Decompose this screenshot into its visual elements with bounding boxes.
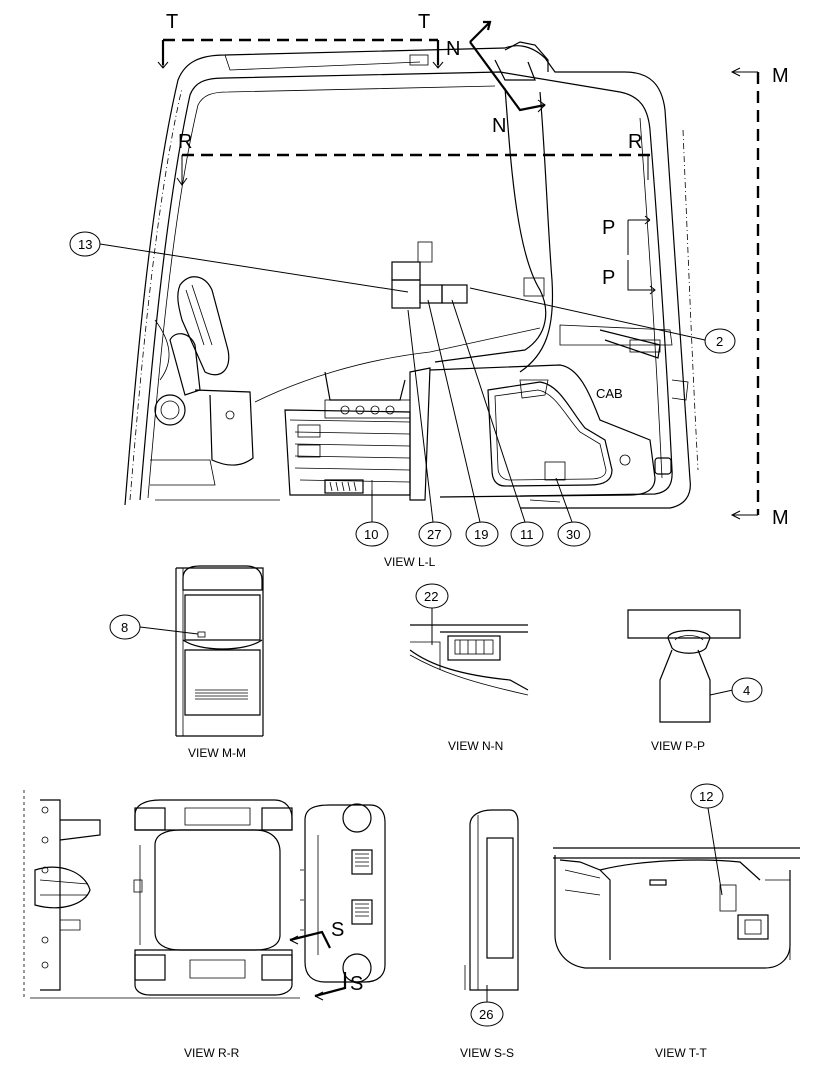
section-letter-n-bottom: N [492, 115, 506, 137]
callout-10-bubble [355, 521, 389, 547]
view-ss-drawing [464, 809, 519, 1002]
callout-26: 26 [479, 1007, 493, 1022]
callout-13: 13 [78, 237, 92, 252]
callout-22-bubble [415, 583, 449, 609]
callout-19-bubble [465, 521, 499, 547]
callout-8: 8 [121, 620, 128, 635]
callout-13-bubble [69, 231, 101, 257]
view-pp-drawing [627, 609, 741, 723]
callout-11: 11 [520, 527, 534, 542]
section-letter-p-bottom: P [602, 267, 615, 289]
view-rr-drawing [23, 790, 386, 1001]
section-letter-t-right: T [418, 11, 430, 33]
callout-12-bubble [690, 783, 724, 809]
caption-view-ll: VIEW L-L [384, 555, 436, 569]
view-mm-drawing [139, 565, 264, 737]
callout-12: 12 [699, 789, 713, 804]
callout-26-bubble [470, 1001, 504, 1027]
callout-8-bubble [109, 614, 141, 640]
callout-30-bubble [557, 521, 591, 547]
section-letter-p-top: P [602, 217, 615, 239]
view-tt-drawing [553, 807, 800, 969]
cab-label: CAB [596, 386, 623, 401]
view-nn-drawing [409, 607, 529, 696]
callout-2: 2 [716, 334, 723, 349]
callout-2-bubble [704, 328, 736, 354]
callout-11-bubble [510, 521, 544, 547]
section-letter-m-top: M [772, 65, 789, 87]
callout-10: 10 [364, 527, 378, 542]
caption-view-nn: VIEW N-N [448, 739, 503, 753]
callout-27: 27 [427, 527, 441, 542]
callout-19: 19 [474, 527, 488, 542]
section-lines-ll [157, 20, 760, 520]
caption-view-mm: VIEW M-M [188, 746, 246, 760]
callout-27-bubble [418, 521, 452, 547]
caption-view-ss: VIEW S-S [460, 1046, 514, 1060]
caption-view-rr: VIEW R-R [184, 1046, 240, 1060]
caption-view-tt: VIEW T-T [655, 1046, 707, 1060]
section-letter-r-left: R [178, 131, 192, 153]
section-letter-r-right: R [628, 131, 642, 153]
view-ll-drawing [124, 41, 699, 509]
callout-22: 22 [424, 589, 438, 604]
section-letter-s-bottom: S [350, 973, 363, 995]
section-letter-t-left: T [166, 11, 178, 33]
callout-4-bubble [731, 677, 763, 703]
callout-30: 30 [566, 527, 580, 542]
section-letter-s-top: S [331, 919, 344, 941]
cab-inner-frame [139, 71, 673, 501]
callout-4: 4 [743, 683, 750, 698]
cab-outer-frame [124, 45, 691, 509]
callout-leaders-ll [99, 243, 706, 523]
section-letter-n-top: N [446, 38, 460, 60]
caption-view-pp: VIEW P-P [651, 739, 705, 753]
section-letter-m-bottom: M [772, 507, 789, 529]
